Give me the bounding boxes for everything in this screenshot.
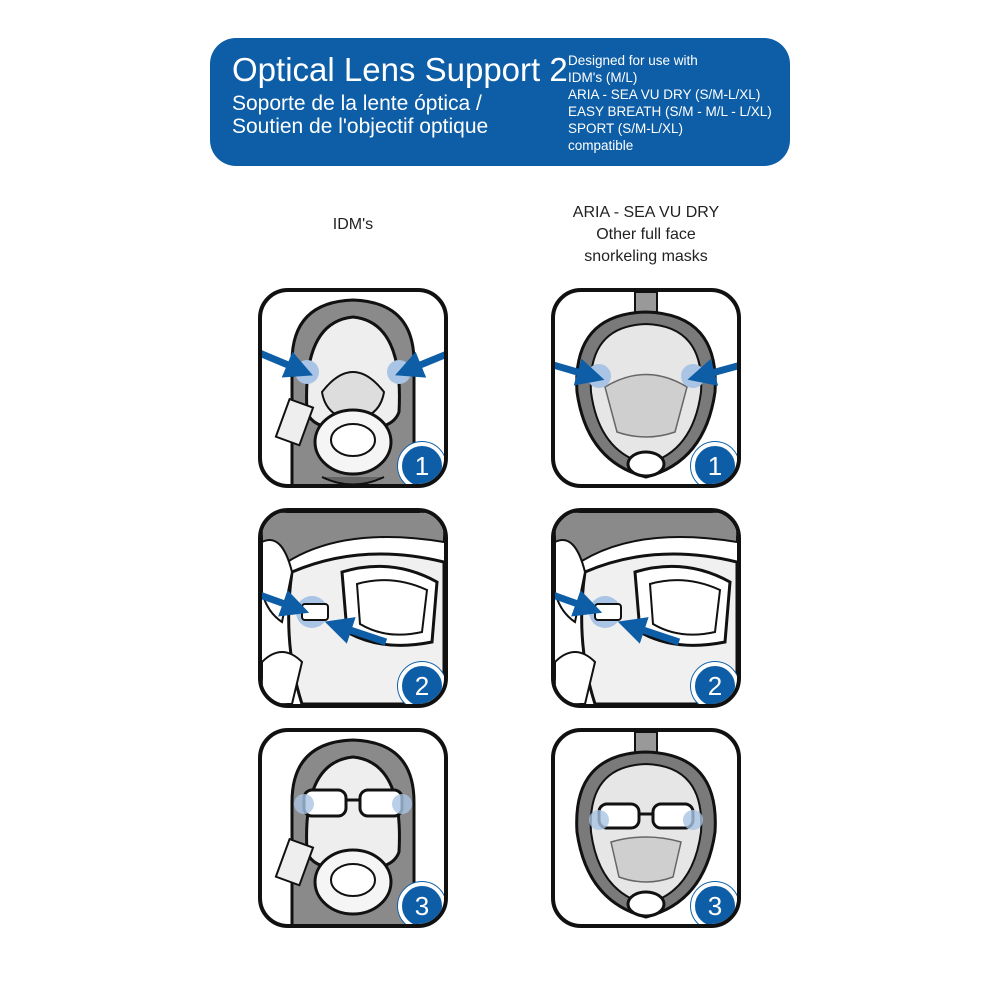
title-banner: Optical Lens Support 2 Soporte de la len… [210, 38, 790, 166]
compat-line: IDM's (M/L) [568, 70, 638, 85]
arrow-icon [262, 350, 313, 378]
glasses-illustration [589, 802, 703, 830]
full-face-mask-illustration [262, 298, 444, 484]
heading-line: snorkeling masks [584, 248, 708, 265]
arrow-icon [555, 358, 605, 386]
lens-clip-illustration [555, 512, 737, 704]
compatibility-list: Designed for use with IDM's (M/L) ARIA -… [568, 52, 772, 154]
full-face-mask-illustration [575, 732, 717, 919]
compat-line: ARIA - SEA VU DRY (S/M-L/XL) [568, 87, 761, 102]
banner-subtitle-fr: Soutien de l'objectif optique [232, 115, 489, 138]
compat-line: Designed for use with [568, 53, 698, 68]
panel-aria-step-1: 1 [551, 288, 741, 488]
lens-clip-illustration [262, 512, 444, 704]
arrow-icon [324, 617, 388, 646]
right-column-heading: ARIA - SEA VU DRY Other full face snorke… [546, 202, 746, 268]
full-face-mask-illustration [274, 738, 416, 924]
panel-idm-step-2: 2 [258, 508, 448, 708]
banner-subtitle-es: Soporte de la lente óptica / [232, 92, 482, 115]
heading-line: ARIA - SEA VU DRY [572, 204, 720, 221]
compat-line: SPORT (S/M-L/XL) [568, 121, 684, 136]
heading-line: IDM's [332, 216, 374, 233]
compat-line: compatible [568, 138, 634, 153]
left-column-heading: IDM's [253, 214, 453, 236]
arrow-icon [262, 590, 310, 617]
full-face-mask-illustration [555, 292, 737, 479]
glasses-illustration [294, 788, 412, 818]
panel-idm-step-3: 3 [258, 728, 448, 928]
step-badge: 3 [691, 882, 737, 924]
arrow-icon [395, 351, 444, 378]
heading-line: Other full face [596, 226, 696, 243]
arrow-icon [687, 358, 737, 386]
banner-title: Optical Lens Support 2 [232, 51, 568, 88]
panel-idm-step-1: 1 [258, 288, 448, 488]
step-badge: 1 [691, 442, 737, 484]
step-badge: 2 [398, 662, 444, 704]
arrow-icon [555, 590, 603, 617]
step-badge: 2 [691, 662, 737, 704]
compat-line: EASY BREATH (S/M - M/L - L/XL) [568, 104, 772, 119]
step-badge: 3 [398, 882, 444, 924]
panel-aria-step-2: 2 [551, 508, 741, 708]
step-badge: 1 [398, 442, 444, 484]
panel-aria-step-3: 3 [551, 728, 741, 928]
arrow-icon [617, 617, 681, 646]
